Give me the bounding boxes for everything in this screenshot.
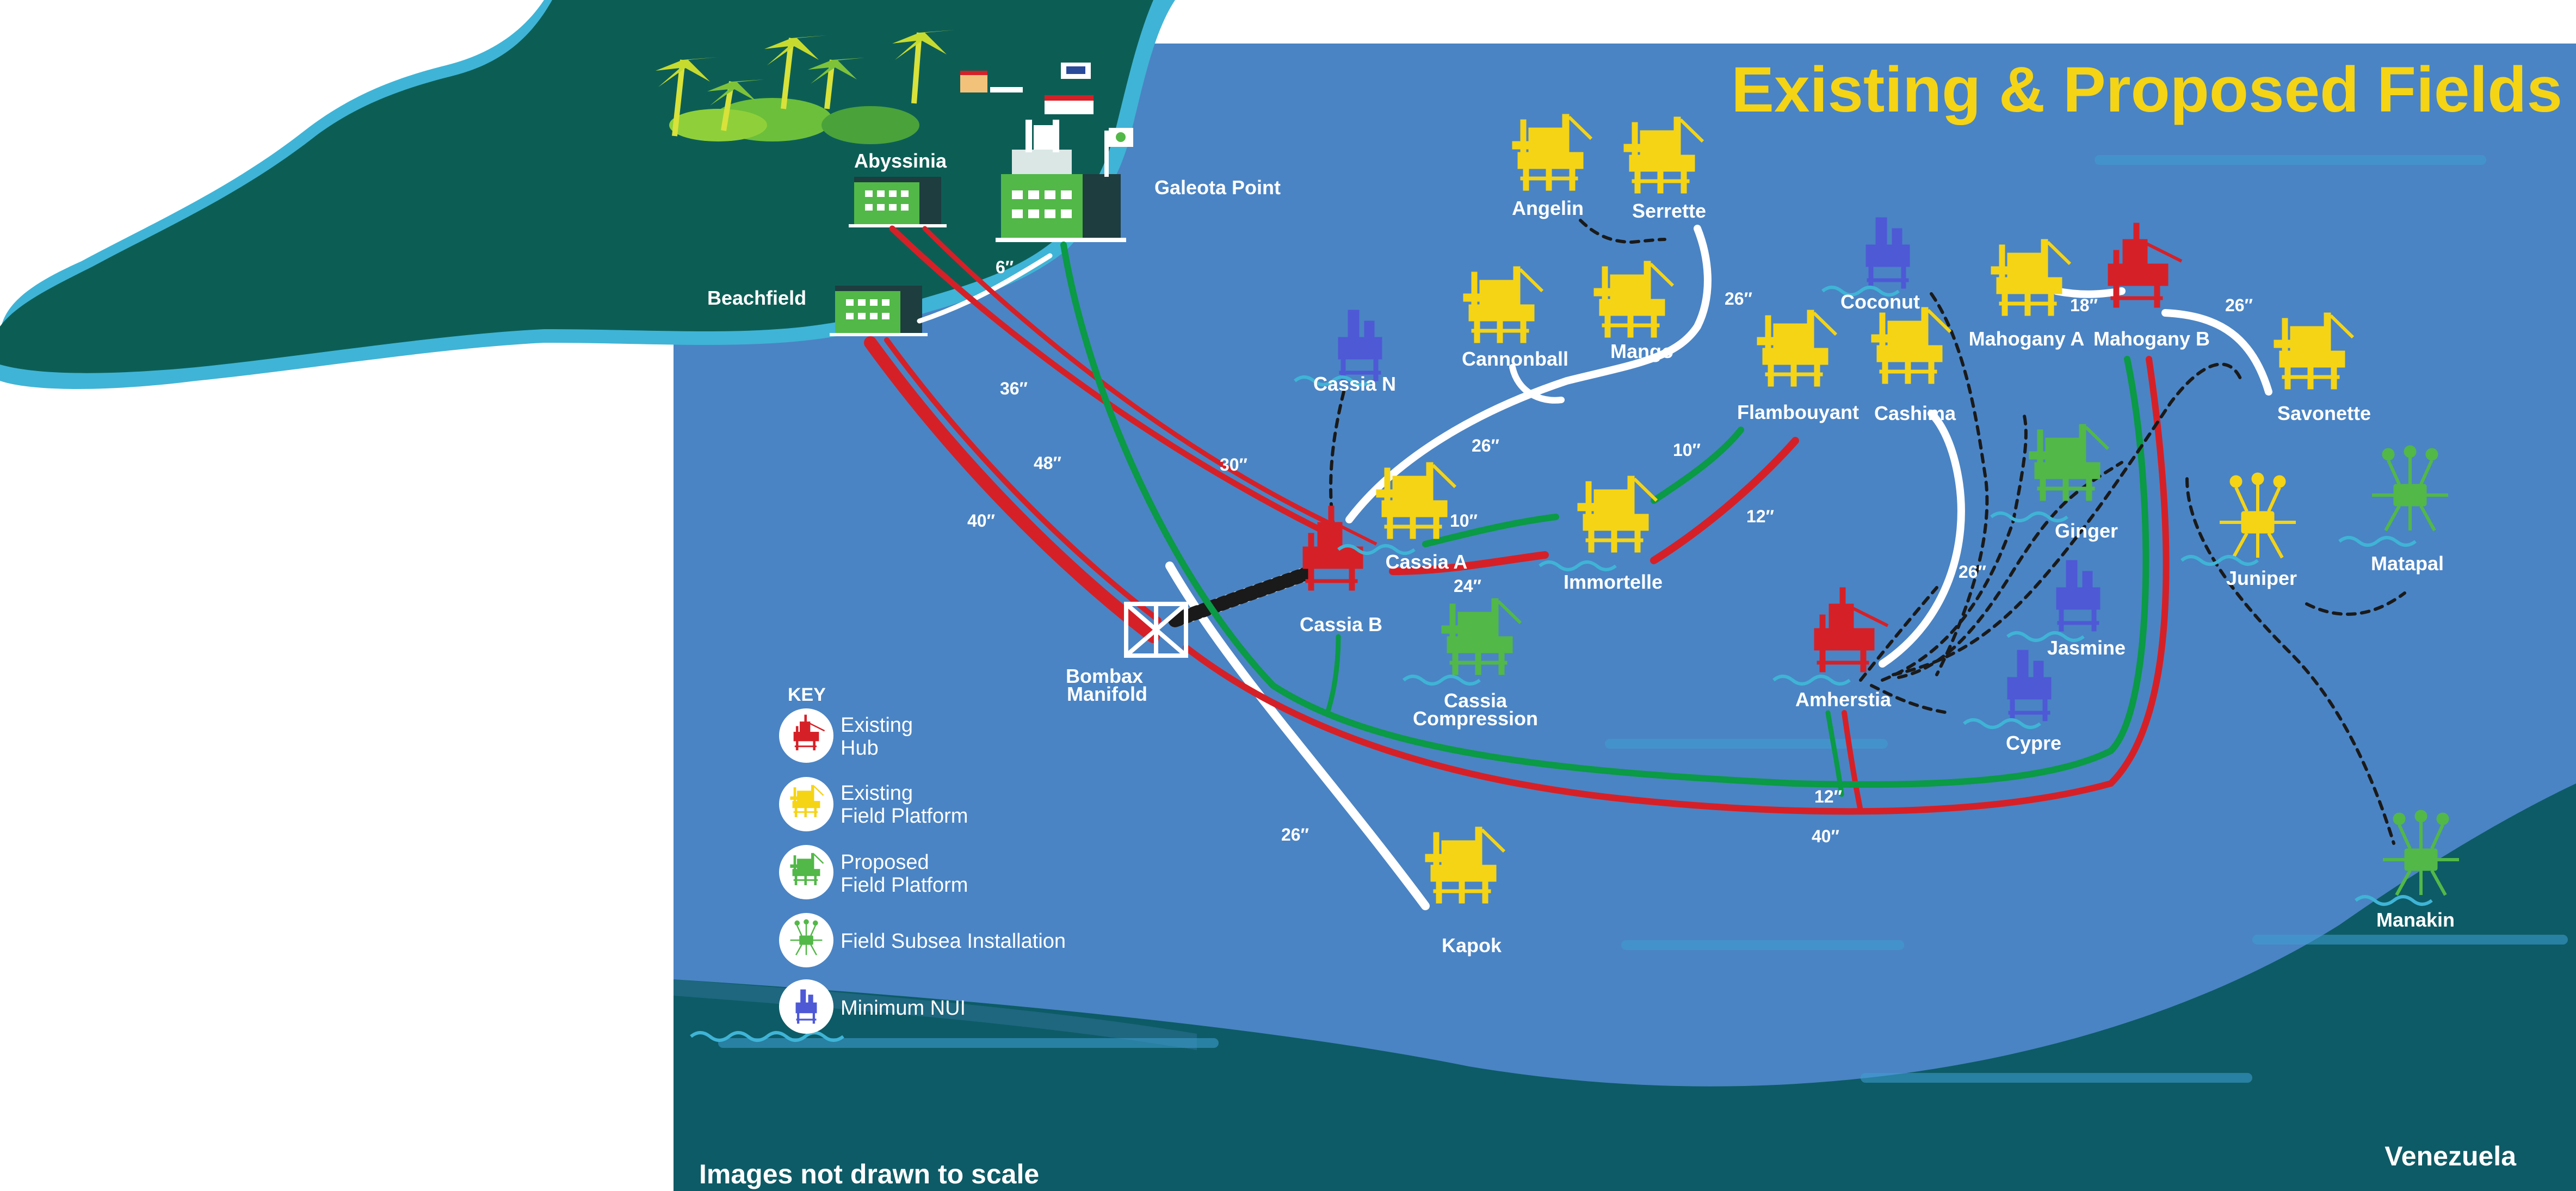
palm-trees bbox=[656, 30, 955, 144]
pipeline-amherstia-green bbox=[1825, 710, 1844, 797]
matapal-label: Matapal bbox=[2371, 552, 2444, 575]
abyssinia-label: Abyssinia bbox=[854, 150, 947, 172]
map-key: KEY Existing Hub Existing Field Platform… bbox=[779, 684, 1066, 1034]
bombax-manifold-icon bbox=[1124, 602, 1188, 658]
beachfield-plant bbox=[830, 286, 928, 336]
pipe-label-36in: 36″ bbox=[1000, 379, 1028, 398]
pipelines bbox=[864, 225, 2272, 910]
key-proposed-field-line2: Field Platform bbox=[841, 874, 968, 897]
ginger-label: Ginger bbox=[2055, 520, 2118, 542]
pipeline-galeota-green bbox=[1060, 242, 2149, 788]
pipe-label-26in-kapok: 26″ bbox=[1281, 825, 1309, 844]
cassia-a-label: Cassia A bbox=[1386, 551, 1468, 573]
savonette-label: Savonette bbox=[2277, 402, 2371, 424]
cassia-n-label: Cassia N bbox=[1313, 373, 1396, 395]
pipe-label-10in-flambouyant: 10″ bbox=[1673, 440, 1701, 460]
mahogany-a-label: Mahogany A bbox=[1969, 328, 2085, 350]
pipeline-serrette-cassia bbox=[1345, 225, 1712, 523]
pipeline-10in-flambouyant bbox=[1651, 427, 1744, 504]
pipe-label-26in-serrette: 26″ bbox=[1725, 289, 1752, 308]
pipe-label-12in-amherstia: 12″ bbox=[1814, 787, 1842, 806]
key-proposed-field-line1: Proposed bbox=[841, 851, 929, 874]
scale-note: Images not drawn to scale bbox=[699, 1159, 1039, 1189]
platform-labels: Angelin Serrette Cannonball Mango Cassia… bbox=[1066, 197, 2455, 956]
pipe-label-30in: 30″ bbox=[1220, 455, 1247, 474]
pipe-label-26in-cassia: 26″ bbox=[1472, 436, 1499, 455]
galeota-point-label: Galeota Point bbox=[1154, 176, 1281, 199]
pipe-label-40in-west: 40″ bbox=[967, 511, 995, 530]
pipeline-18in bbox=[2053, 287, 2126, 298]
beachfield-label: Beachfield bbox=[707, 287, 806, 309]
pipeline-cannonball bbox=[1509, 364, 1565, 404]
pipe-label-26in-savonette: 26″ bbox=[2225, 295, 2253, 315]
key-subsea-label: Field Subsea Installation bbox=[841, 930, 1066, 953]
pipeline-12in-immortelle bbox=[1650, 437, 1799, 564]
cassia-compression-label-1: Cassia bbox=[1444, 689, 1508, 712]
coconut-label: Coconut bbox=[1840, 291, 1920, 313]
pipeline-amherstia-red bbox=[1842, 710, 1863, 813]
pipe-label-12in-immortelle: 12″ bbox=[1746, 507, 1774, 526]
cannonball-label: Cannonball bbox=[1462, 348, 1568, 370]
cassia-compression-label-2: Compression bbox=[1413, 707, 1538, 730]
pipe-label-18in: 18″ bbox=[2070, 295, 2098, 315]
map-title: Existing & Proposed Fields bbox=[1731, 54, 2562, 126]
pipeline-10in-cassia bbox=[1422, 514, 1559, 547]
galeota-terminal bbox=[996, 120, 1133, 242]
key-title: KEY bbox=[788, 684, 826, 705]
angelin-label: Angelin bbox=[1512, 197, 1584, 219]
bombax-label-1: Bombax bbox=[1066, 665, 1143, 687]
tie-ins bbox=[1329, 219, 2406, 845]
key-nui-label: Minimum NUI bbox=[841, 997, 966, 1020]
pipeline-6in bbox=[917, 253, 1053, 324]
immortelle-label: Immortelle bbox=[1564, 571, 1663, 593]
pipeline-48in bbox=[864, 336, 1160, 643]
seabed bbox=[674, 783, 2576, 1191]
kapok-label: Kapok bbox=[1442, 934, 1502, 956]
mahogany-b-label: Mahogany B bbox=[2093, 328, 2210, 350]
flambouyant-label: Flambouyant bbox=[1737, 401, 1859, 423]
jasmine-label: Jasmine bbox=[2047, 637, 2126, 659]
key-existing-hub-line1: Existing bbox=[841, 714, 913, 737]
pipe-label-26in-cashima: 26″ bbox=[1959, 562, 1986, 582]
pipeline-cashima-amherstia bbox=[1879, 410, 1965, 668]
venezuela-label: Venezuela bbox=[2385, 1141, 2517, 1171]
pipe-label-24in: 24″ bbox=[1454, 576, 1481, 596]
houses bbox=[960, 63, 1094, 114]
pipeline-40in-east bbox=[1183, 356, 2170, 815]
pipeline-40in-west bbox=[884, 337, 1162, 623]
pipeline-savonette bbox=[2161, 309, 2272, 396]
pipe-label-6in: 6″ bbox=[996, 257, 1014, 277]
pipe-label-40in-east: 40″ bbox=[1812, 826, 1839, 846]
amherstia-label: Amherstia bbox=[1795, 688, 1892, 711]
sea-streaks bbox=[718, 155, 2568, 1083]
cypre-label: Cypre bbox=[2006, 732, 2061, 754]
land bbox=[0, 0, 1153, 373]
juniper-label: Juniper bbox=[2226, 567, 2297, 589]
cassia-b-label: Cassia B bbox=[1300, 613, 1382, 635]
pipe-label-48in: 48″ bbox=[1034, 453, 1061, 473]
cashima-label: Cashima bbox=[1874, 402, 1956, 424]
serrette-label: Serrette bbox=[1632, 200, 1706, 222]
manakin-label: Manakin bbox=[2376, 909, 2455, 931]
key-existing-field-line2: Field Platform bbox=[841, 805, 968, 828]
mango-label: Mango bbox=[1610, 340, 1673, 362]
abyssinia-plant bbox=[849, 177, 947, 227]
pipeline-36in bbox=[922, 226, 1330, 525]
pipe-size-labels: 6″ 36″ 48″ 40″ 30″ 26″ 26″ 10″ 24″ 10″ 1… bbox=[967, 257, 2253, 846]
key-existing-hub-line2: Hub bbox=[841, 737, 879, 760]
pipeline-30in bbox=[889, 225, 1331, 536]
pipe-label-10in-cassia: 10″ bbox=[1450, 511, 1478, 530]
bombax-label-2: Manifold bbox=[1067, 683, 1147, 705]
pipeline-cassia-compression bbox=[1325, 634, 1341, 715]
pipeline-24in bbox=[1389, 551, 1549, 575]
key-existing-field-line1: Existing bbox=[841, 782, 913, 805]
